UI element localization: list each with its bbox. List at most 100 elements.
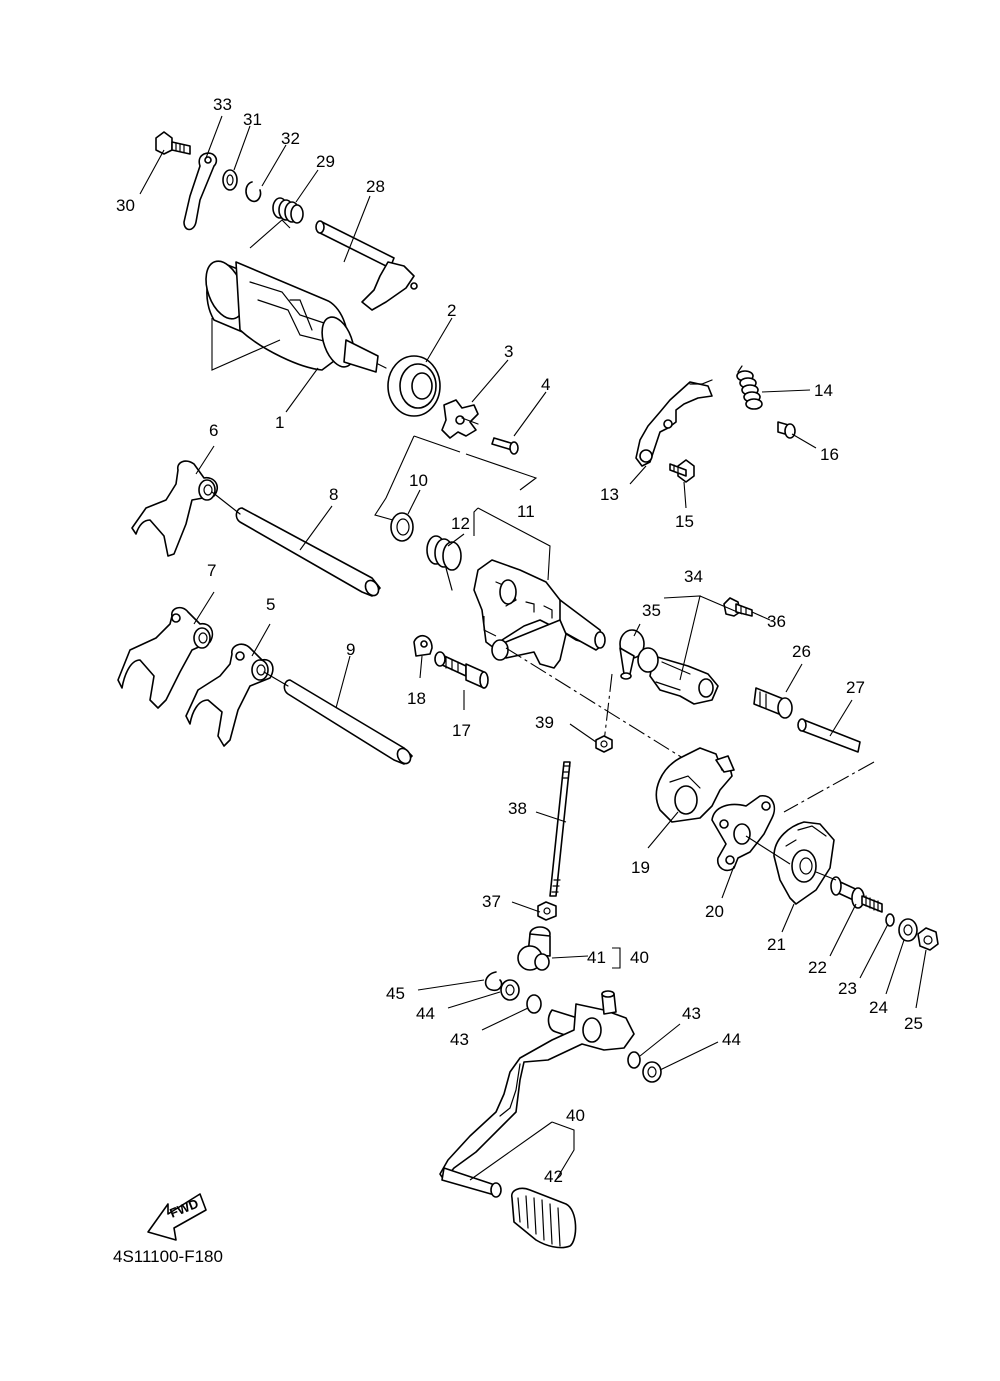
part-stopper-18[interactable] [413, 635, 433, 657]
callout-37: 37 [482, 892, 501, 911]
callout-21: 21 [767, 935, 786, 954]
part-bearing[interactable] [387, 355, 441, 417]
callout-34: 34 [684, 567, 703, 586]
callout-10: 10 [409, 471, 428, 490]
callout-30: 30 [116, 196, 135, 215]
callout-15: 15 [675, 512, 694, 531]
callout-5: 5 [266, 595, 275, 614]
part-segment-21[interactable] [773, 821, 835, 905]
part-shift-rod-38[interactable] [549, 761, 571, 897]
callout-labels: 33 31 32 29 28 30 2 3 4 1 14 16 13 15 6 … [116, 95, 923, 1186]
callout-11: 11 [517, 502, 535, 521]
part-segment-19[interactable] [655, 747, 735, 823]
part-shift-fork-6[interactable] [131, 460, 219, 557]
callout-39: 39 [535, 713, 554, 732]
part-pin-27[interactable] [797, 718, 861, 753]
callout-28: 28 [366, 177, 385, 196]
part-spring-29[interactable] [272, 197, 304, 224]
callout-2: 2 [447, 301, 456, 320]
callout-43-a: 43 [450, 1030, 469, 1049]
leader-lines [139, 115, 927, 1071]
part-shift-pedal[interactable] [439, 990, 635, 1198]
part-washer-10[interactable] [390, 512, 414, 542]
part-nut-37[interactable] [537, 901, 557, 921]
part-pedal-rubber-42[interactable] [510, 1187, 577, 1249]
callout-35: 35 [642, 601, 661, 620]
part-washer-31[interactable] [222, 169, 238, 191]
part-plate-20[interactable] [711, 795, 776, 872]
part-pin-bolt-17[interactable] [434, 651, 489, 689]
callout-1: 1 [275, 413, 284, 432]
callout-23: 23 [838, 979, 857, 998]
part-shift-fork-5[interactable] [185, 643, 274, 747]
callout-44-b: 44 [722, 1030, 741, 1049]
part-shift-shaft[interactable] [315, 220, 418, 311]
part-bolt-15[interactable] [669, 459, 695, 483]
callout-8: 8 [329, 485, 338, 504]
callout-41: 41 [587, 948, 606, 967]
part-spring-14[interactable] [736, 365, 763, 410]
part-fork-shaft-8[interactable] [211, 491, 381, 598]
callout-40: 40 [566, 1106, 585, 1125]
part-bolt-36[interactable] [723, 597, 753, 617]
callout-26: 26 [792, 642, 811, 661]
callout-19: 19 [631, 858, 650, 877]
callout-33: 33 [213, 95, 232, 114]
callout-14: 14 [814, 381, 833, 400]
callout-41-ref-40: 40 [630, 948, 649, 967]
callout-9: 9 [346, 640, 355, 659]
callout-13: 13 [600, 485, 619, 504]
callout-29: 29 [316, 152, 335, 171]
part-washer-44-a[interactable] [500, 979, 520, 1001]
part-shift-arm-11[interactable] [473, 559, 606, 669]
callout-22: 22 [808, 958, 827, 977]
callout-36: 36 [767, 612, 786, 631]
callout-4: 4 [541, 375, 550, 394]
diagram-code: 4S11100-F180 [113, 1247, 223, 1266]
callout-18: 18 [407, 689, 426, 708]
callout-16: 16 [820, 445, 839, 464]
part-washer-23[interactable] [885, 913, 895, 927]
callout-24: 24 [869, 998, 888, 1017]
callout-6: 6 [209, 421, 218, 440]
part-circlip-45[interactable] [484, 971, 503, 992]
part-oring-43-b[interactable] [627, 1051, 641, 1069]
part-bush-26[interactable] [753, 687, 793, 719]
callout-20: 20 [705, 902, 724, 921]
part-rod-end-41[interactable] [517, 926, 551, 971]
callout-31: 31 [243, 110, 262, 129]
part-collar-16[interactable] [777, 421, 796, 439]
part-shift-drum[interactable] [199, 256, 387, 373]
callout-45: 45 [386, 984, 405, 1003]
callout-38: 38 [508, 799, 527, 818]
part-fork-shaft-9[interactable] [263, 671, 413, 766]
part-lever-33[interactable] [183, 152, 218, 231]
callout-7: 7 [207, 561, 216, 580]
part-bolt-30[interactable] [155, 131, 191, 155]
callout-3: 3 [504, 342, 513, 361]
part-stopper-lever-13[interactable] [635, 379, 713, 467]
fwd-arrow-icon: FWD [147, 1193, 207, 1241]
callout-42: 42 [544, 1167, 563, 1186]
part-spring-12[interactable] [426, 535, 462, 591]
part-washer-44-b[interactable] [642, 1061, 662, 1083]
callout-32: 32 [281, 129, 300, 148]
part-nut-25[interactable] [917, 927, 939, 951]
part-oring-43-a[interactable] [526, 994, 542, 1014]
callout-12: 12 [451, 514, 470, 533]
part-nut-39[interactable] [595, 735, 613, 753]
part-shift-arm-34[interactable] [619, 629, 719, 705]
callout-27: 27 [846, 678, 865, 697]
part-segment-3[interactable] [441, 399, 479, 439]
part-screw-22[interactable] [830, 876, 883, 913]
part-screw-4[interactable] [491, 437, 519, 455]
callout-44-a: 44 [416, 1004, 435, 1023]
part-circlip-32[interactable] [245, 181, 262, 203]
callout-25: 25 [904, 1014, 923, 1033]
part-shift-fork-7[interactable] [117, 606, 214, 709]
callout-43-b: 43 [682, 1004, 701, 1023]
part-washer-24[interactable] [898, 918, 918, 942]
callout-17: 17 [452, 721, 471, 740]
